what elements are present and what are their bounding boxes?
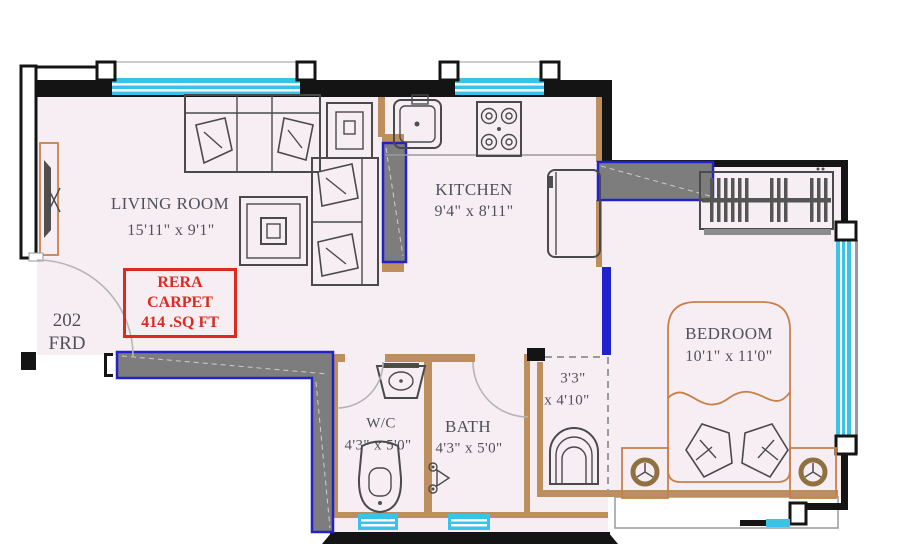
kitchen-dims: 9'4" x 8'11" [434,203,514,220]
wc-dims: 4'3" x 5'0" [344,437,412,454]
pillow-right [741,423,789,479]
bath-label: BATH [445,417,491,436]
unit-number-label: 202 FRD [38,310,96,356]
passage-dashed-boundary [545,356,609,492]
rera-carpet-title: RERA CARPET [147,274,213,311]
window-top-kitchen [438,60,561,95]
unit-frd: FRD [48,332,86,354]
sofa-3seater [184,94,321,173]
vent-bath [448,514,490,530]
bedroom-loft-slab [596,160,715,202]
wc-door-arc [336,361,384,409]
kitchen-label: KITCHEN [435,180,513,199]
washbasin [375,363,427,399]
bedroom-label: BEDROOM [685,324,773,343]
pillow-left [685,423,733,479]
wc-label: W/C [366,415,396,432]
passage-chair [549,427,599,485]
coffee-table [239,196,308,266]
shower-mixer [428,462,451,494]
rera-carpet-area: 414 .SQ FT [141,314,219,331]
window-bedroom [766,220,858,527]
vent-wc [358,514,398,530]
gas-stove [476,101,522,157]
toilet [357,440,403,514]
bath-door-arc [472,361,529,418]
tv-unit [39,142,61,256]
nightstand-right [789,447,837,499]
bath-dims: 4'3" x 5'0" [435,440,503,457]
bedroom-dims: 10'1" x 11'0" [685,348,773,365]
entry-wall-slab [104,350,335,534]
sofa-2seater [311,157,379,286]
unit-number: 202 [52,310,82,331]
blue-wall-segment [527,267,611,361]
wardrobe [699,167,834,235]
living-room-label: LIVING ROOM [110,194,230,213]
passage-dims-line2: x 4'10" [544,392,590,409]
nightstand-left [621,447,669,499]
rera-carpet-box: RERA CARPET 414 .SQ FT [123,268,237,338]
passage-dims-line1: 3'3" [560,370,586,387]
kitchen-platform-slab [381,141,408,264]
window-top-living [95,60,317,95]
kitchen-sink [393,94,442,149]
living-room-dims: 15'11" x 9'1" [127,222,215,239]
fridge [547,169,601,258]
